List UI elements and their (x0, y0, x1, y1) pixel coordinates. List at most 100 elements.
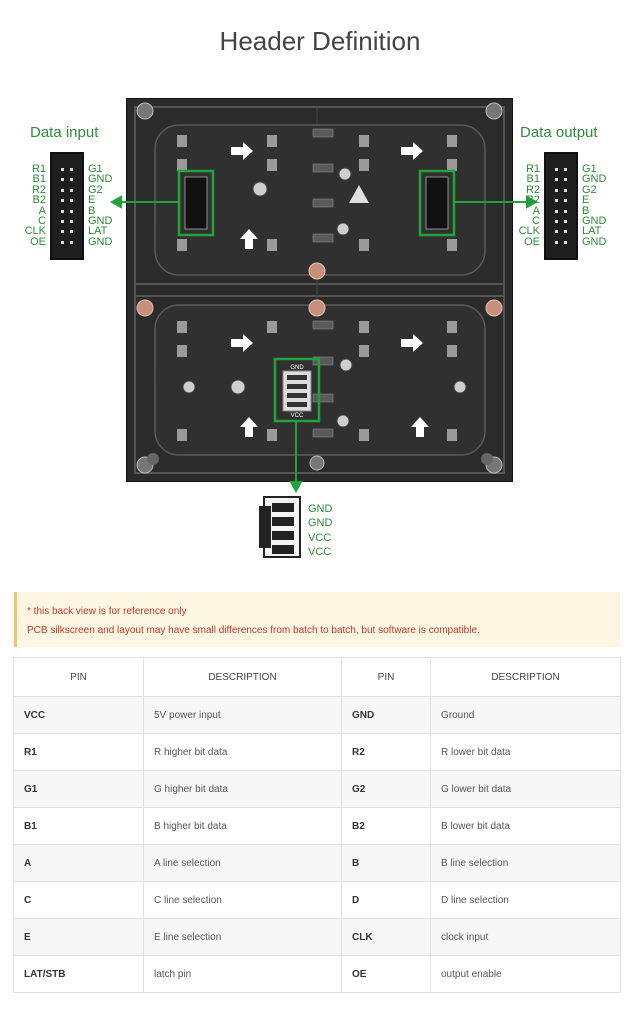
table-row: A A line selection B B line selection (13, 844, 621, 882)
pin-label: R2 (31, 183, 46, 196)
data-input-connector (50, 152, 84, 260)
pin-label: GND (582, 173, 607, 186)
pin-cell: B1 (13, 807, 144, 845)
output-arrow-icon (526, 195, 539, 209)
pin-cell: B2 (341, 807, 431, 845)
pin-label: GND (308, 517, 333, 530)
data-output-left-pins: R1 B1 R2 B2 A C CLK OE (514, 163, 540, 248)
pin-label: VCC (308, 546, 332, 559)
description-cell: E line selection (143, 918, 342, 956)
pcb-gnd-label: GND (290, 365, 304, 371)
arrow-overlay (109, 195, 539, 494)
data-input-left-pins: R1 B1 R2 B2 A C CLK OE (20, 163, 46, 248)
pin-label: LAT (582, 225, 602, 238)
pin-label: B1 (526, 173, 540, 186)
pin-label: B1 (32, 173, 46, 186)
pin-label: C (38, 214, 46, 227)
pin-cell: R1 (13, 733, 144, 771)
pin-label: G2 (582, 183, 597, 196)
table-row: E E line selection CLK clock input (13, 918, 621, 956)
pin-label: G2 (88, 183, 103, 196)
pin-cell: VCC (13, 696, 144, 734)
pin-cell: G2 (341, 770, 431, 808)
pcb-illustration: GND VCC (127, 99, 512, 481)
pin-label: OE (524, 235, 540, 248)
description-cell: G lower bit data (430, 770, 621, 808)
pin-cell: C (13, 881, 144, 919)
pin-cell: OE (341, 955, 431, 993)
description-cell: output enable (430, 955, 621, 993)
column-header: PIN (341, 657, 431, 697)
description-cell: 5V power input (143, 696, 342, 734)
page-title: Header Definition (219, 26, 421, 56)
pin-cell: A (13, 844, 144, 882)
column-header: DESCRIPTION (430, 657, 621, 697)
pin-label: G1 (582, 163, 597, 175)
pin-cell: GND (341, 696, 431, 734)
description-cell: clock input (430, 918, 621, 956)
data-input-right-pins: G1 GND G2 E B GND LAT GND (88, 163, 118, 248)
pin-label: E (88, 194, 96, 207)
power-arrow-icon (289, 481, 303, 494)
connector-pins (555, 168, 567, 244)
pin-label: GND (582, 235, 607, 248)
description-cell: R higher bit data (143, 733, 342, 771)
pin-label: GND (582, 214, 607, 227)
table-row: R1 R higher bit data R2 R lower bit data (13, 733, 621, 771)
pin-label: CLK (24, 225, 46, 238)
pin-label: A (38, 204, 46, 217)
description-cell: A line selection (143, 844, 342, 882)
table-row: B1 B higher bit data B2 B lower bit data (13, 807, 621, 845)
pin-cell: CLK (341, 918, 431, 956)
pin-label: GND (88, 214, 113, 227)
pin-cell: LAT/STB (13, 955, 144, 993)
pin-cell: B (341, 844, 431, 882)
pin-label: LAT (88, 225, 108, 238)
pin-description-table: PIN DESCRIPTION PIN DESCRIPTION VCC 5V p… (13, 657, 621, 993)
pin-label: CLK (518, 225, 540, 238)
connector-pins (61, 168, 73, 244)
pin-cell: G1 (13, 770, 144, 808)
description-cell: R lower bit data (430, 733, 621, 771)
description-cell: B higher bit data (143, 807, 342, 845)
description-cell: C line selection (143, 881, 342, 919)
pin-label: E (582, 194, 590, 207)
pin-label: VCC (308, 531, 332, 544)
pin-label: R1 (525, 163, 540, 175)
power-connector (258, 496, 302, 558)
description-cell: B lower bit data (430, 807, 621, 845)
table-row: G1 G higher bit data G2 G lower bit data (13, 770, 621, 808)
table-row: LAT/STB latch pin OE output enable (13, 955, 621, 993)
table-header-row: PIN DESCRIPTION PIN DESCRIPTION (13, 657, 621, 697)
pin-label: G1 (88, 163, 103, 175)
pin-label: OE (30, 235, 46, 248)
pin-label: GND (308, 503, 333, 515)
pin-label: GND (88, 173, 113, 186)
pin-label: GND (88, 235, 113, 248)
data-output-label: Data output (520, 124, 598, 141)
description-cell: B line selection (430, 844, 621, 882)
pin-cell: D (341, 881, 431, 919)
pin-label: B2 (32, 194, 46, 207)
note-line-1: * this back view is for reference only (27, 606, 187, 617)
table-row: C C line selection D D line selection (13, 881, 621, 919)
data-input-label: Data input (30, 124, 99, 141)
pin-label: B (582, 204, 590, 217)
pin-label: C (532, 214, 540, 227)
power-pin-labels: GND GND VCC VCC (308, 502, 332, 560)
note-line-2: PCB silkscreen and layout may have small… (27, 625, 480, 636)
pin-label: B (88, 204, 96, 217)
pin-cell: E (13, 918, 144, 956)
input-arrow-icon (109, 195, 122, 209)
pin-label: B2 (526, 194, 540, 207)
pin-label: R1 (31, 163, 46, 175)
pin-label: A (532, 204, 540, 217)
description-cell: latch pin (143, 955, 342, 993)
description-cell: Ground (430, 696, 621, 734)
data-output-connector (544, 152, 578, 260)
column-header: DESCRIPTION (143, 657, 342, 697)
column-header: PIN (13, 657, 144, 697)
pin-cell: R2 (341, 733, 431, 771)
led-panel-back-view: GND VCC (126, 98, 513, 482)
description-cell: G higher bit data (143, 770, 342, 808)
